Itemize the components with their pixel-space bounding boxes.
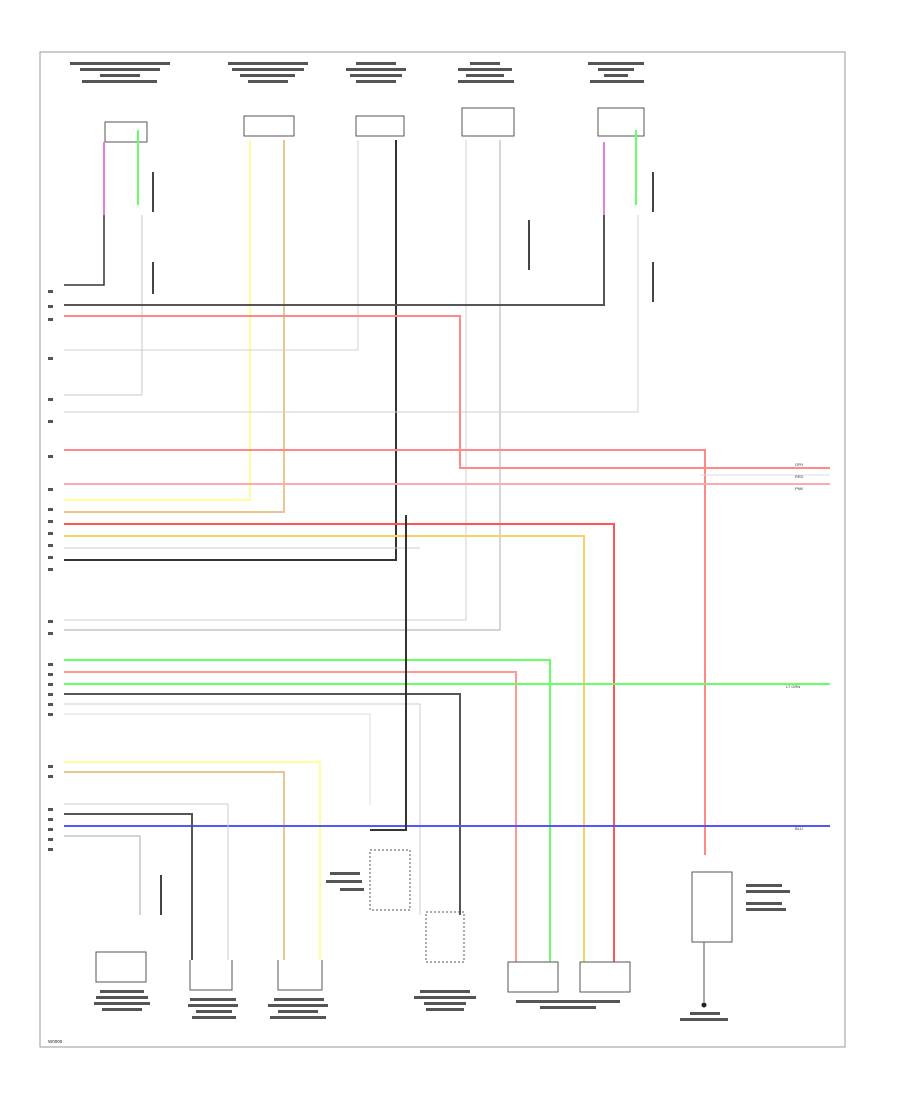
component-bottom-1 bbox=[95, 951, 147, 983]
connector-details bbox=[152, 172, 654, 915]
connector-top-2 bbox=[243, 115, 295, 137]
wire-gray-9 bbox=[64, 803, 229, 960]
component-bottom-3 bbox=[277, 960, 323, 991]
wire-red-top bbox=[64, 315, 830, 469]
wire-tan-1 bbox=[64, 140, 285, 513]
wire-black-1 bbox=[64, 215, 105, 286]
top-connectors bbox=[104, 107, 645, 143]
wire-gray-8 bbox=[64, 713, 371, 805]
connector-top-3 bbox=[355, 115, 405, 137]
wire-tan-2 bbox=[64, 771, 285, 960]
connector-top-1 bbox=[104, 121, 148, 143]
wire-gray-left-1 bbox=[64, 215, 143, 396]
wire-red-3 bbox=[64, 523, 615, 962]
wire-pink-4 bbox=[64, 671, 517, 962]
wire-black-3 bbox=[64, 215, 605, 306]
bottom-captions bbox=[94, 872, 790, 1021]
wire-gray-3 bbox=[64, 140, 467, 621]
wire-gray-10 bbox=[64, 835, 141, 915]
top-component-captions bbox=[70, 62, 644, 83]
component-bottom-2 bbox=[189, 960, 233, 991]
left-pin-labels bbox=[48, 290, 53, 851]
wire-yellow-1 bbox=[64, 140, 251, 501]
wire-red-2 bbox=[64, 449, 706, 855]
wire-gray-5 bbox=[64, 215, 639, 413]
switch-mid bbox=[369, 849, 411, 911]
right-label-pnk: PNK bbox=[795, 486, 804, 491]
bottom-components bbox=[95, 849, 733, 993]
wire-black-4 bbox=[64, 693, 461, 915]
wire-black-vertical bbox=[370, 515, 407, 831]
wire-yellow-2 bbox=[64, 761, 321, 960]
wires bbox=[64, 130, 830, 962]
right-edge-wire-labels: GRY RED PNK LT GRN BLU bbox=[786, 462, 804, 831]
diagram-frame bbox=[39, 51, 846, 1048]
wire-black-5 bbox=[64, 813, 193, 960]
wire-green-1 bbox=[64, 659, 551, 962]
wire-gray-2 bbox=[64, 140, 359, 351]
component-bottom-6 bbox=[579, 961, 631, 993]
wire-gray-7 bbox=[64, 703, 421, 915]
right-label-red: RED bbox=[795, 474, 804, 479]
component-right-box bbox=[691, 871, 733, 943]
component-bottom-4 bbox=[425, 911, 465, 963]
right-label-ltgrn: LT GRN bbox=[786, 684, 800, 689]
wire-gray-4 bbox=[64, 140, 501, 631]
connector-top-5 bbox=[597, 107, 645, 137]
wire-black-2 bbox=[64, 140, 397, 561]
ground-point bbox=[701, 1002, 707, 1008]
connector-top-4 bbox=[461, 107, 515, 137]
right-label-gry: GRY bbox=[795, 462, 804, 467]
footer-code: W0000 bbox=[48, 1039, 63, 1044]
right-label-blu: BLU bbox=[795, 826, 803, 831]
wire-orange-1 bbox=[64, 535, 585, 962]
component-bottom-5 bbox=[507, 961, 559, 993]
